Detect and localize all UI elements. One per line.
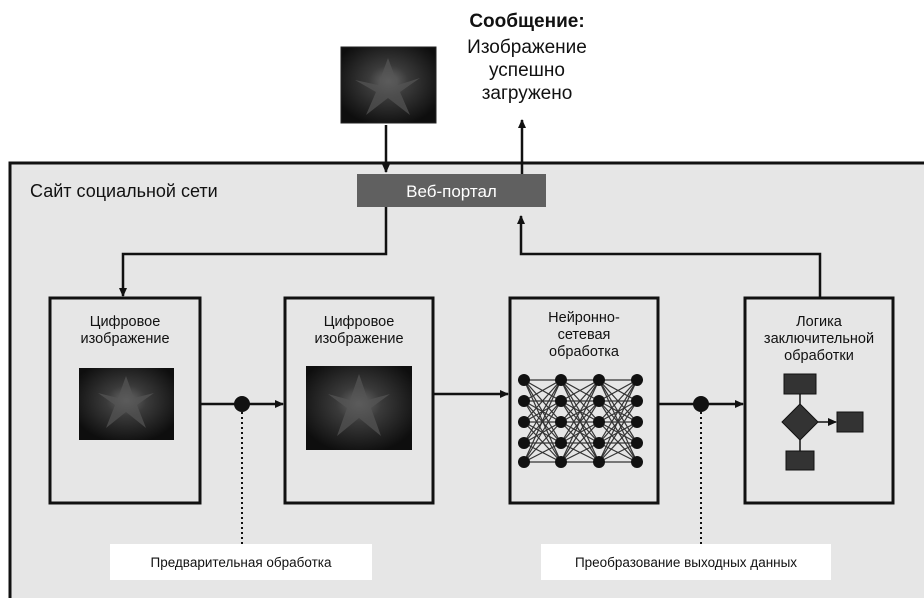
box-digital-image-2: Цифровое изображение (283, 296, 435, 505)
nn-edge (598, 442, 638, 463)
flowchart-graphic (781, 373, 864, 471)
message-line-2: успешно (489, 60, 565, 81)
message-title: Сообщение: (469, 11, 584, 32)
nn-edge (560, 379, 600, 463)
nn-edge (560, 379, 600, 444)
nn-edge (560, 442, 600, 463)
box4-line1: Логика (796, 314, 843, 330)
output-transform-label-box: Преобразование выходных данных (541, 544, 831, 580)
output-transform-node (693, 396, 709, 412)
nn-node (593, 456, 605, 468)
nn-edge (523, 400, 562, 463)
nn-node (518, 456, 530, 468)
nn-node (555, 437, 567, 449)
nn-edge (560, 400, 600, 463)
output-transform-label: Преобразование выходных данных (575, 555, 797, 570)
web-portal: Веб-портал (357, 174, 546, 207)
preprocessing-label-box: Предварительная обработка (110, 544, 372, 580)
nn-edge (598, 421, 638, 463)
nn-node (555, 395, 567, 407)
nn-node (631, 437, 643, 449)
neural-network-graphic (518, 374, 643, 468)
nn-node (631, 395, 643, 407)
box1-line1: Цифровое (90, 314, 161, 330)
message-line-1: Изображение (467, 37, 587, 58)
nn-node (518, 395, 530, 407)
box-neural-network: Нейронно- сетевая обработка (508, 296, 660, 505)
uploaded-image (340, 46, 437, 124)
nn-node (518, 374, 530, 386)
box2-line1: Цифровое (324, 314, 395, 330)
nn-edge (560, 379, 600, 402)
nn-node (631, 374, 643, 386)
nn-node (593, 374, 605, 386)
nn-node (555, 456, 567, 468)
nn-edge (560, 421, 600, 463)
portal-to-box1-arrow (119, 207, 388, 297)
nn-edge (560, 379, 600, 423)
nn-node (593, 437, 605, 449)
status-message: Сообщение: Изображение успешно загружено (467, 11, 587, 104)
box-digital-image-1: Цифровое изображение (48, 296, 202, 505)
nn-node (593, 416, 605, 428)
box4-to-portal-arrow (517, 215, 822, 298)
nn-node (555, 374, 567, 386)
nn-node (518, 416, 530, 428)
nn-edge (523, 379, 562, 463)
box-postprocessing-logic: Логика заключительной обработки (743, 296, 895, 505)
web-portal-label: Веб-портал (406, 182, 497, 201)
nn-edge (598, 379, 638, 402)
box4-line3: обработки (784, 348, 854, 364)
nn-edge (598, 379, 638, 423)
site-label: Сайт социальной сети (30, 181, 218, 201)
nn-node (518, 437, 530, 449)
nn-edge (523, 421, 562, 463)
box4-line2: заключительной (764, 331, 874, 347)
nn-node (631, 416, 643, 428)
nn-node (631, 456, 643, 468)
nn-edge (523, 379, 562, 444)
box3-line1: Нейронно- (548, 310, 620, 326)
nn-edge (523, 442, 562, 463)
nn-edge (598, 400, 638, 463)
nn-edge (523, 379, 562, 402)
box3-line3: обработка (549, 344, 620, 360)
nn-edge (598, 379, 638, 444)
nn-edge (598, 379, 638, 463)
box2-line2: изображение (314, 331, 403, 347)
nn-node (555, 416, 567, 428)
box1-line2: изображение (80, 331, 169, 347)
nn-edge (523, 379, 562, 423)
box3-line2: сетевая (558, 327, 611, 343)
preprocessing-node (234, 396, 250, 412)
nn-node (593, 395, 605, 407)
message-line-3: загружено (482, 83, 573, 104)
preprocessing-label: Предварительная обработка (151, 555, 332, 570)
